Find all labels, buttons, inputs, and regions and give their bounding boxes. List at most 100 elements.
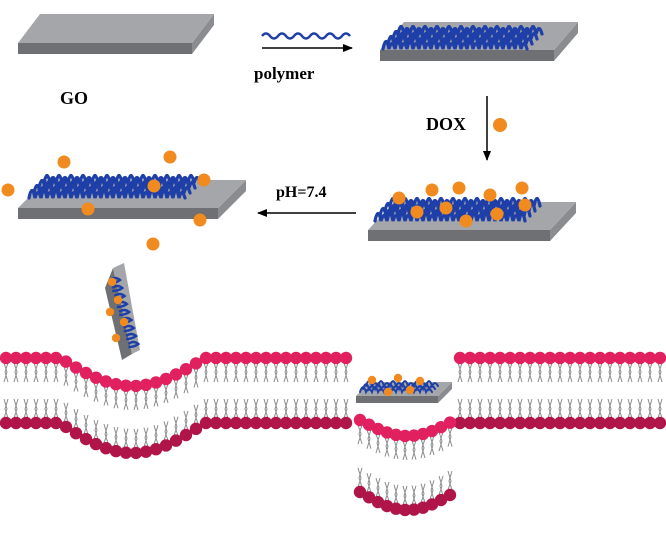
lipid-tail: [254, 362, 259, 383]
lipid-head: [229, 351, 243, 365]
lipid-tail: [3, 362, 8, 383]
lipid-tail: [153, 387, 158, 407]
lipid-head: [543, 351, 557, 365]
lipid-tail: [557, 362, 562, 383]
lipid-tail: [223, 398, 228, 419]
lipid-tail: [548, 362, 553, 383]
lipid-tail: [567, 398, 572, 419]
lipid-head: [593, 416, 607, 430]
lipid-tail: [244, 398, 249, 419]
lipid-tail: [213, 362, 218, 383]
lipid-tail: [438, 431, 443, 452]
lipid-head: [79, 366, 93, 380]
lipid-tail: [598, 362, 603, 383]
lipid-tail: [477, 362, 482, 383]
dox-molecule: [193, 213, 207, 227]
dox-molecule: [163, 150, 177, 164]
lipid-tail: [578, 398, 583, 419]
lipid-tail: [44, 398, 49, 419]
polymer-chain: [365, 380, 439, 389]
lipid-head: [89, 437, 103, 451]
polymer-chain: [359, 386, 433, 395]
lipid-head: [159, 372, 173, 386]
lipid-tail: [648, 362, 653, 383]
lipid-head: [583, 351, 597, 365]
lipid-tail: [647, 362, 652, 383]
lipid-head: [613, 351, 627, 365]
lipid-tail: [174, 416, 179, 436]
lipid-head: [139, 445, 153, 458]
lipid-tail: [617, 362, 622, 383]
lipid-tail: [213, 398, 218, 419]
lipid-tail: [54, 398, 59, 419]
lipid-head: [169, 368, 183, 381]
lipid-head: [503, 351, 517, 365]
lipid-tail: [164, 421, 169, 441]
lipid-tail: [133, 428, 138, 449]
lipid-tail: [598, 398, 603, 419]
dox-molecule: [81, 202, 95, 216]
lipid-tail: [518, 398, 523, 419]
lipid-tail: [528, 398, 533, 419]
lipid-tail: [124, 390, 129, 410]
lipid-head: [443, 416, 457, 429]
lipid-tail: [4, 398, 9, 419]
lipid-head: [443, 488, 457, 502]
lipid-tail: [658, 398, 663, 419]
lipid-tail: [467, 362, 472, 383]
lipid-head: [279, 416, 293, 430]
lipid-tail: [254, 398, 259, 419]
lipid-tail: [214, 398, 219, 419]
lipid-tail: [274, 362, 279, 383]
lipid-tail: [627, 398, 632, 419]
lipid-tail: [83, 414, 88, 435]
lipid-head: [179, 428, 193, 442]
lipid-tail: [73, 372, 78, 392]
lipid-tail: [607, 398, 612, 419]
lipid-tail: [430, 480, 435, 500]
lipid-head: [189, 357, 203, 370]
polymer-chain: [378, 206, 532, 218]
lipid-tail: [293, 398, 298, 419]
lipid-tail: [458, 362, 463, 383]
lipid-tail: [393, 439, 398, 460]
sheet-front-face: [356, 396, 438, 403]
lipid-tail: [384, 481, 389, 502]
lipid-tail: [283, 362, 288, 383]
lipid-tail: [537, 362, 542, 383]
lipid-head: [249, 351, 263, 365]
lipid-tail: [303, 362, 308, 383]
lipid-head: [633, 416, 647, 430]
lipid-tail: [438, 475, 443, 496]
lipid-head: [219, 351, 233, 365]
lipid-tail: [457, 398, 462, 419]
sheet-side-face: [554, 22, 578, 61]
lipid-tail: [558, 362, 563, 383]
lipid-tail: [478, 398, 483, 419]
lipid-tail: [376, 477, 381, 498]
lipid-head: [583, 416, 597, 430]
lipid-tail: [74, 409, 79, 429]
lipid-head: [473, 351, 487, 365]
lipid-tail: [13, 398, 18, 419]
lipid-head: [129, 379, 143, 393]
lipid-tail: [618, 362, 623, 383]
lipid-tail: [608, 362, 613, 383]
dox-molecule: [483, 188, 497, 202]
polymer-chain: [125, 332, 139, 341]
lipid-head: [339, 416, 353, 430]
lipid-head: [299, 416, 313, 430]
lipid-head: [49, 351, 63, 365]
lipid-tail: [508, 362, 513, 383]
sheet-front-face: [368, 230, 550, 241]
lipid-head: [523, 351, 537, 365]
polymer-chain: [362, 383, 436, 392]
dox-molecule: [515, 181, 529, 195]
lipid-head: [29, 416, 43, 430]
lipid-tail: [113, 426, 118, 447]
dox-molecule: [425, 183, 439, 197]
lipid-tail: [628, 362, 633, 383]
dox-label: DOX: [426, 114, 466, 134]
